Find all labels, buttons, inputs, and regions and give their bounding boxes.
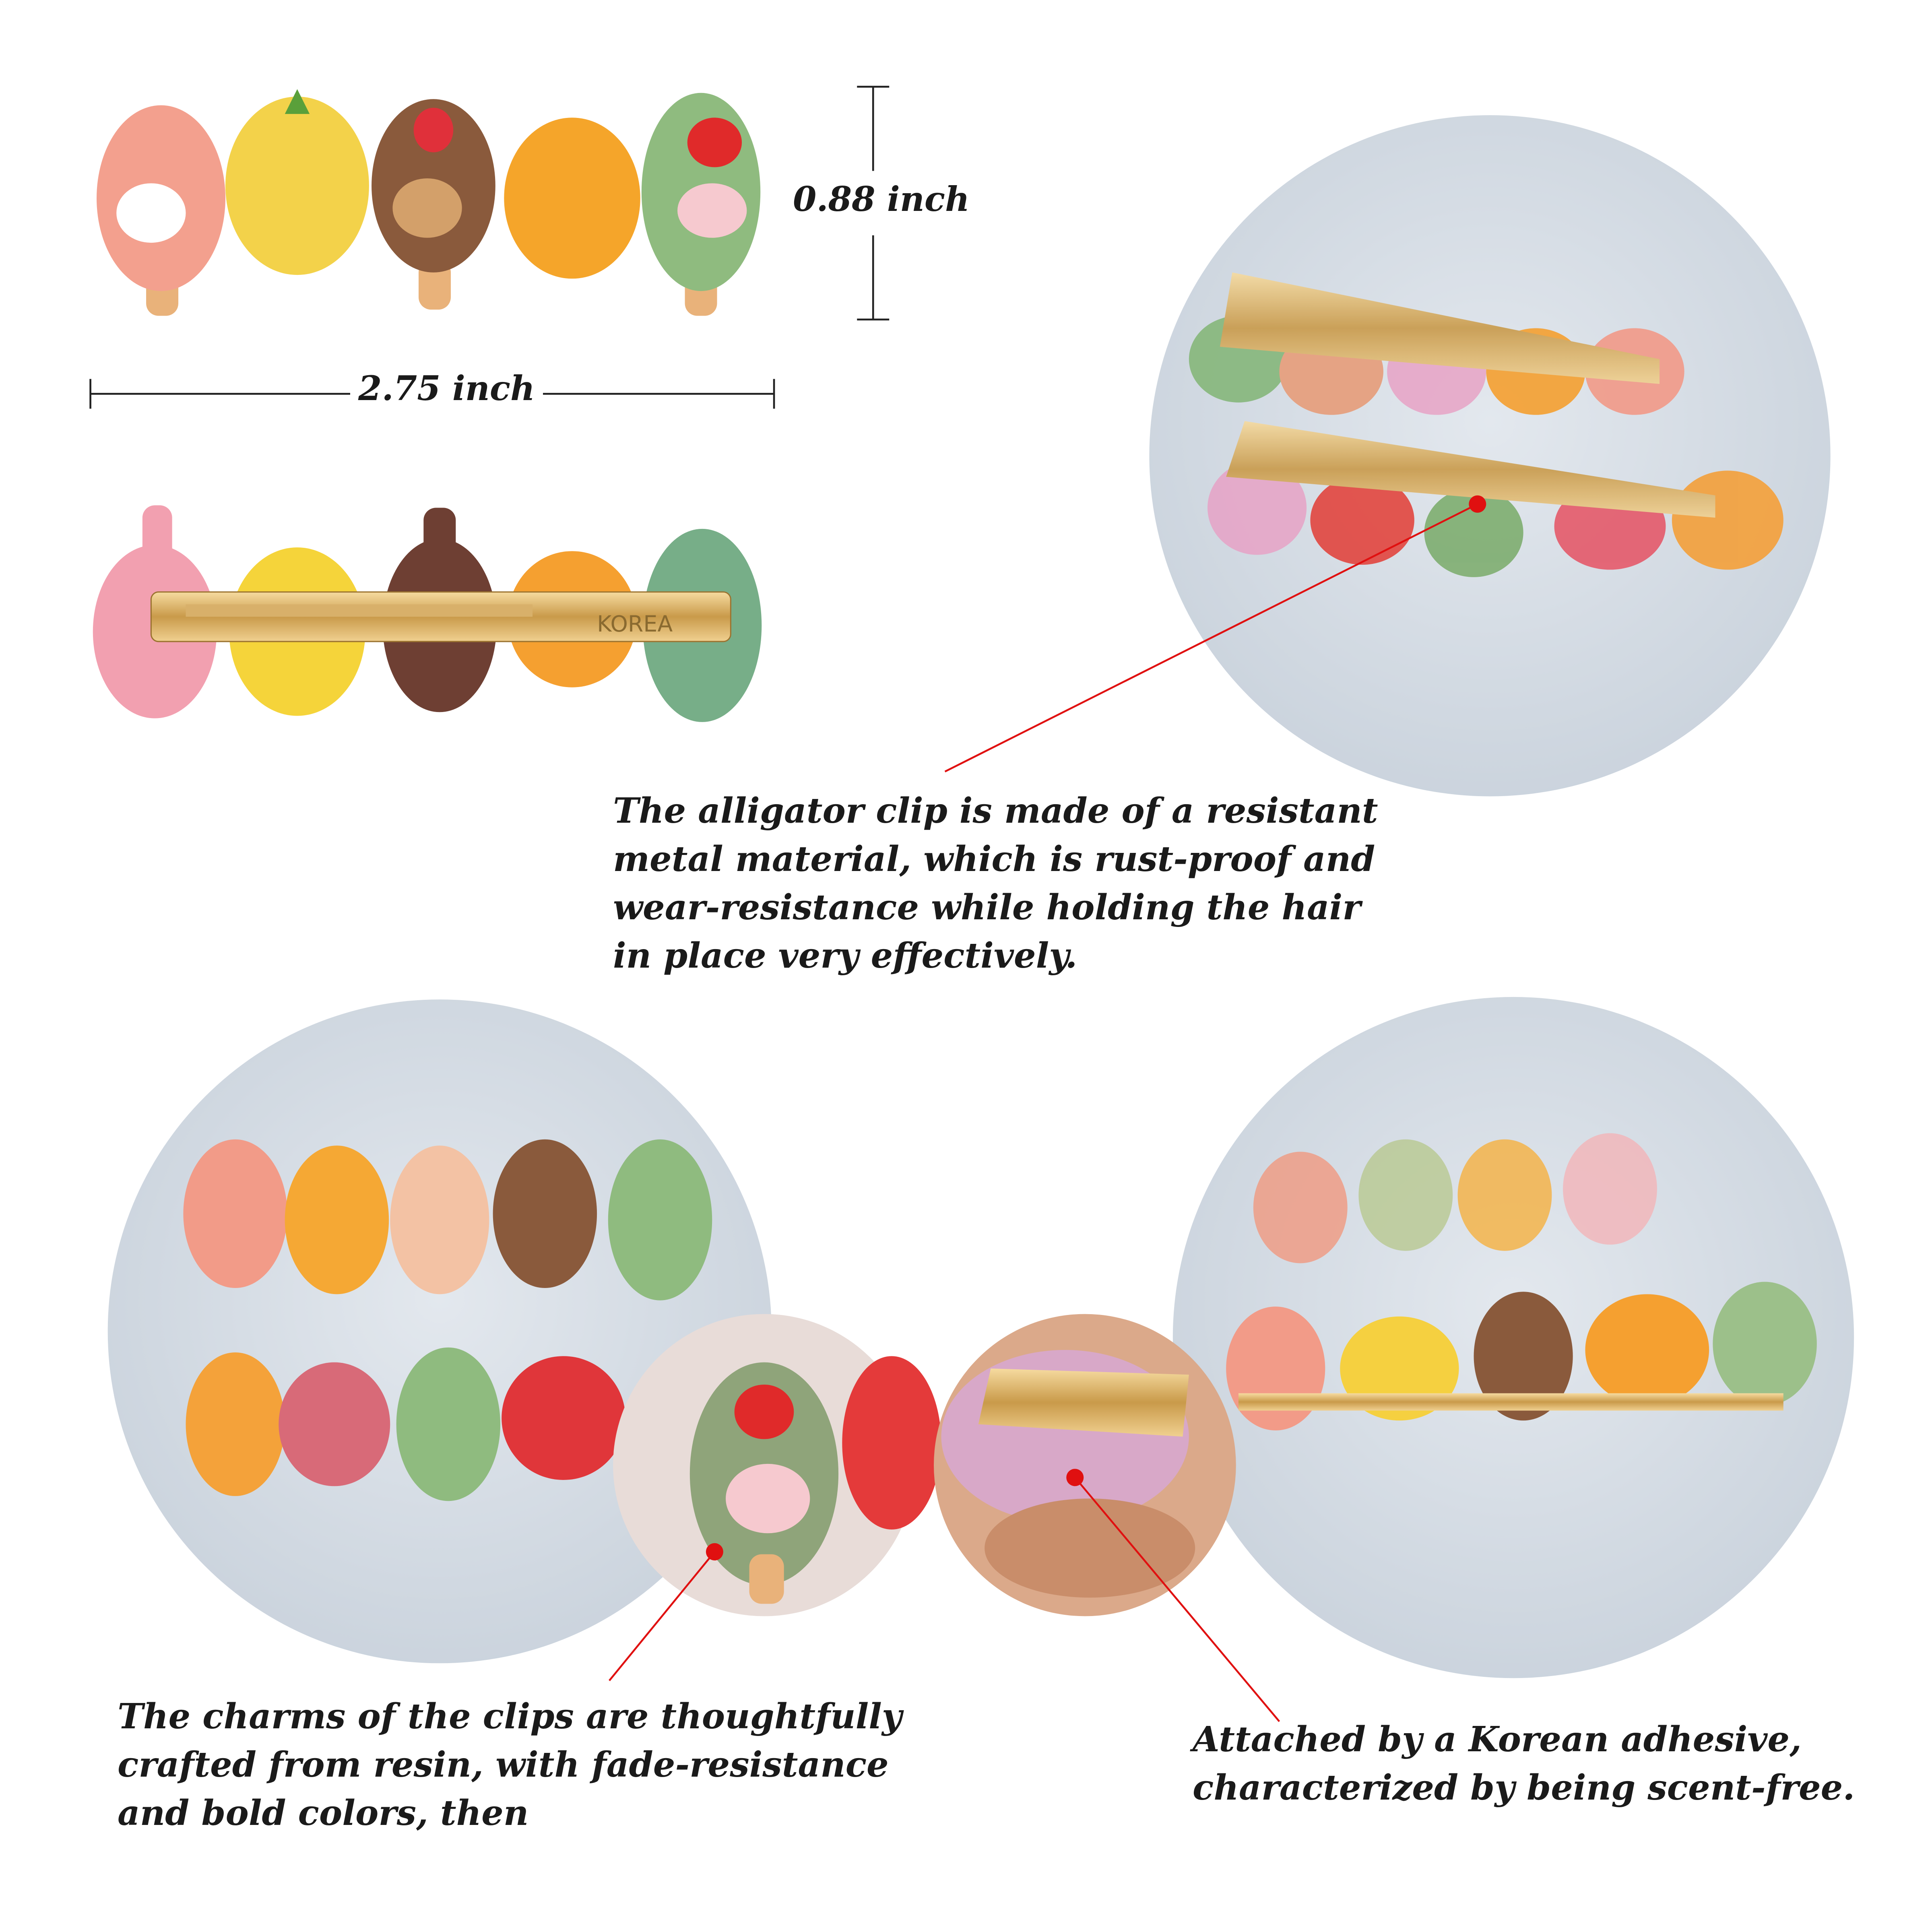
clip-back-view: KOREA — [93, 505, 762, 722]
alligator-clip-caption: The alligator clip is made of a resistan… — [613, 791, 1378, 976]
clip-front-view — [97, 89, 761, 316]
callout-dot — [1469, 495, 1486, 513]
korea-stamp: KOREA — [597, 611, 673, 637]
charm-closeup-photo — [613, 1314, 941, 1616]
adhesive-caption: Attached by a Korean adhesive, character… — [1193, 1719, 1855, 1808]
callout-dot — [706, 1543, 723, 1560]
height-dimension-line — [857, 86, 890, 321]
adhesive-photo — [1172, 997, 1854, 1678]
callout-line — [1074, 1477, 1280, 1722]
callout-dot — [1066, 1469, 1084, 1486]
height-label: 0.88 inch — [785, 179, 978, 219]
callout-line — [944, 503, 1478, 772]
resin-charms-photo — [107, 999, 772, 1664]
charms-caption: The charms of the clips are thoughtfully… — [118, 1696, 902, 1833]
callout-line — [609, 1551, 716, 1681]
adhesive-closeup-photo — [934, 1314, 1236, 1616]
alligator-clip-photo — [1149, 115, 1831, 797]
width-label: 2.75 inch — [350, 368, 543, 408]
